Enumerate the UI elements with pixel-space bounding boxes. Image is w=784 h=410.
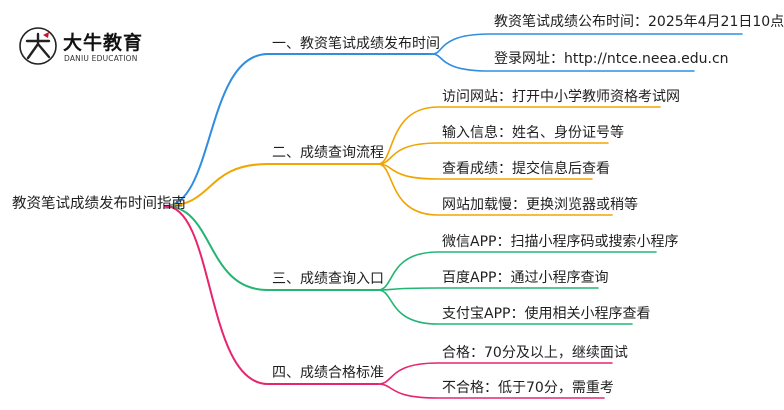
branch-connector [164,205,379,385]
leaf-label: 百度APP：通过小程序查询 [442,270,609,286]
leaf-connector [377,142,609,165]
leaf-label: 登录网址：http://ntce.neea.edu.cn [494,51,729,67]
leaf-label: 支付宝APP：使用相关小程序查看 [442,306,651,322]
logo-name-en: DANIU EDUCATION [64,54,138,63]
leaf-label: 合格：70分及以上，继续面试 [442,345,628,361]
mindmap-connectors [164,33,743,399]
branch-label: 三、成绩查询入口 [272,271,384,287]
logo: 大牛教育 DANIU EDUCATION [18,24,188,72]
leaf-connector [377,289,633,325]
root-topic: 教资笔试成绩发布时间指南 [12,196,186,212]
daniu-logo-icon [19,27,57,65]
leaf-label: 访问网站：打开中小学教师资格考试网 [442,89,680,105]
logo-name-cn: 大牛教育 [63,32,144,54]
branch-connector [164,163,379,207]
leaf-connector [377,163,613,216]
leaf-label: 输入信息：姓名、身份证号等 [442,125,624,141]
branch-label: 二、成绩查询流程 [272,145,384,161]
leaf-label: 不合格：低于70分，需重考 [442,380,614,396]
leaf-label: 教资笔试成绩公布时间：2025年4月21日10点 [494,14,784,30]
leaf-connector [377,163,593,180]
leaf-connector [431,33,743,55]
leaf-connector [377,251,657,291]
branch-label: 一、教资笔试成绩发布时间 [272,36,440,52]
leaf-connector [377,106,661,165]
branch-connector [164,205,379,291]
leaf-connector [377,362,613,385]
leaf-label: 网站加载慢：更换浏览器或稍等 [442,197,638,213]
leaf-connector [431,53,695,72]
branch-connector [164,53,433,207]
leaf-label: 查看成绩：提交信息后查看 [442,161,610,177]
leaf-connector [377,287,599,291]
leaf-label: 微信APP：扫描小程序码或搜索小程序 [442,234,679,250]
leaf-connector [377,383,605,399]
branch-label: 四、成绩合格标准 [272,365,384,381]
